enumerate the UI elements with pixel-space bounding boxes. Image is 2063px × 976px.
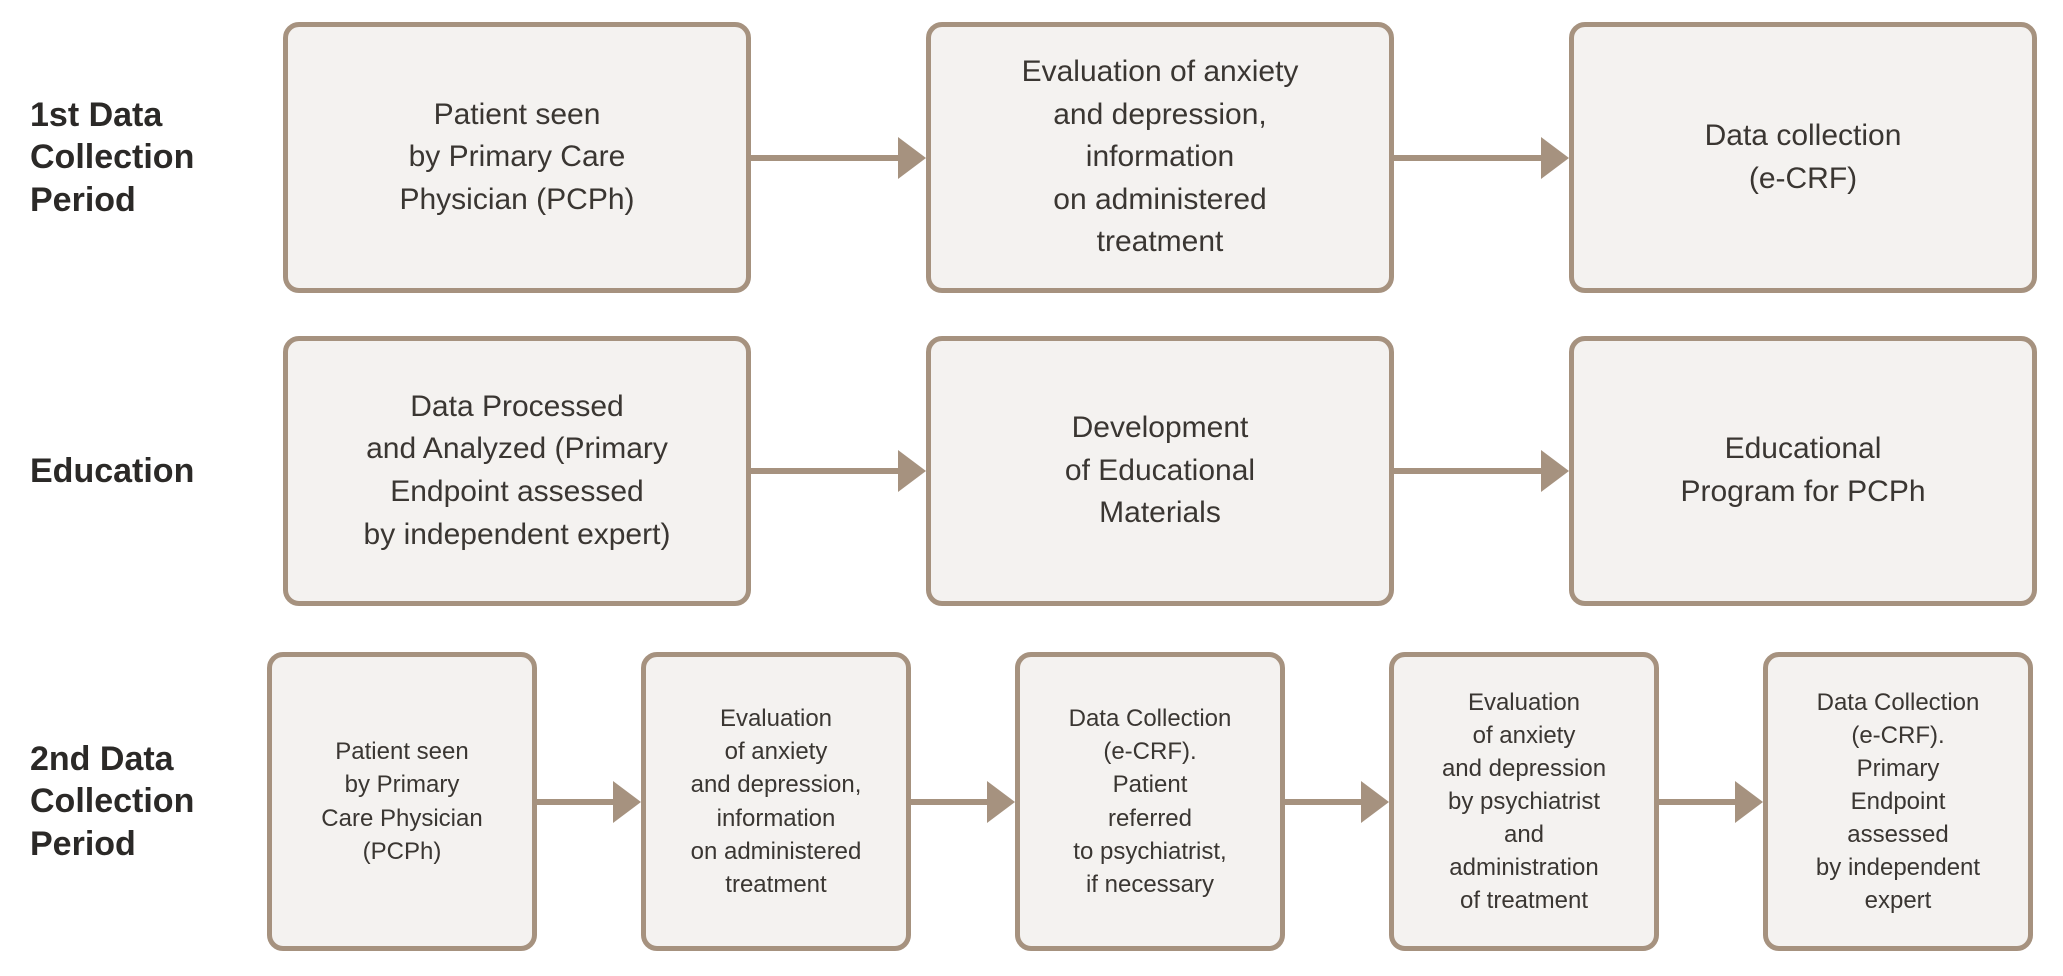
flow-step-data-collection-primary-endpoint: Data Collection (e-CRF). Primary Endpoin… bbox=[1763, 652, 2033, 951]
row-education: Education Data Processed and Analyzed (P… bbox=[0, 336, 2037, 606]
flow-step-evaluation-anxiety-depression-2: Evaluation of anxiety and depression, in… bbox=[641, 652, 911, 951]
flow-step-patient-seen-pcph: Patient seen by Primary Care Physician (… bbox=[283, 22, 751, 293]
flow-step-educational-program-pcph: Educational Program for PCPh bbox=[1569, 336, 2037, 606]
flow-step-development-educational-materials: Development of Educational Materials bbox=[926, 336, 1394, 606]
arrow-right-icon bbox=[751, 136, 926, 180]
arrow-right-icon bbox=[1285, 780, 1389, 824]
row-label-1st-data-collection-period: 1st Data Collection Period bbox=[30, 95, 195, 219]
arrow-right-icon bbox=[751, 449, 926, 493]
row-label-2nd-data-collection-period: 2nd Data Collection Period bbox=[30, 739, 195, 863]
row-2nd-data-collection-period: 2nd Data Collection Period Patient seen … bbox=[0, 652, 2033, 951]
flow-step-data-collection-ecrf: Data collection (e-CRF) bbox=[1569, 22, 2037, 293]
flow-step-evaluation-by-psychiatrist: Evaluation of anxiety and depression by … bbox=[1389, 652, 1659, 951]
row-1st-data-collection-period: 1st Data Collection Period Patient seen … bbox=[0, 22, 2037, 293]
flow-step-data-processed-analyzed: Data Processed and Analyzed (Primary End… bbox=[283, 336, 751, 606]
row-label-education: Education bbox=[30, 451, 195, 490]
flow-step-data-collection-psychiatrist-referral: Data Collection (e-CRF). Patient referre… bbox=[1015, 652, 1285, 951]
flow-step-evaluation-anxiety-depression: Evaluation of anxiety and depression, in… bbox=[926, 22, 1394, 293]
arrow-right-icon bbox=[1394, 449, 1569, 493]
arrow-right-icon bbox=[911, 780, 1015, 824]
arrow-right-icon bbox=[1394, 136, 1569, 180]
arrow-right-icon bbox=[1659, 780, 1763, 824]
arrow-right-icon bbox=[537, 780, 641, 824]
flow-step-patient-seen-pcph-2: Patient seen by Primary Care Physician (… bbox=[267, 652, 537, 951]
